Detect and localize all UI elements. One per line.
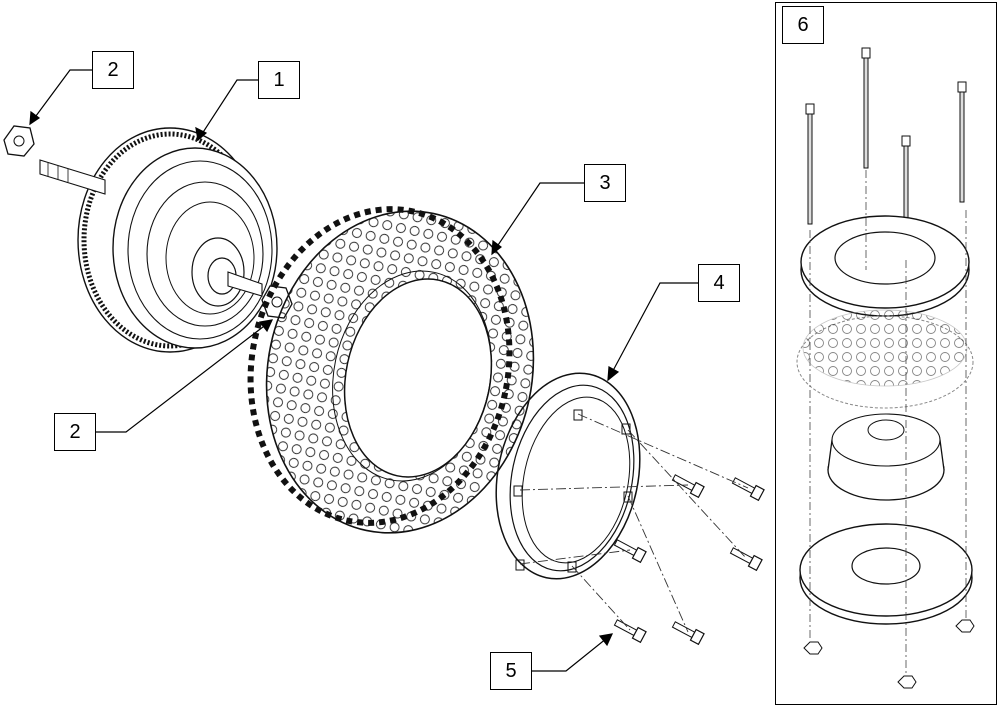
callout-tire: 3 (584, 164, 626, 202)
bolt (671, 621, 705, 646)
assembled-wheel-inset-frame (775, 2, 997, 705)
callout-hub-motor: 1 (258, 61, 300, 99)
callout-axle-nut-bottom: 2 (54, 413, 96, 451)
bolt (613, 539, 647, 564)
bolt-group (613, 474, 765, 646)
axle-nut-top (3, 125, 35, 157)
callout-bolts: 5 (490, 652, 532, 690)
bolt (613, 619, 647, 644)
hub-motor (39, 127, 278, 353)
callout-assembled-wheel: 6 (782, 6, 824, 44)
long-bolts (805, 47, 967, 257)
inset-alignment-lines (809, 170, 967, 674)
leader-lines (29, 69, 698, 672)
callout-rim-half: 4 (698, 264, 740, 302)
inset-nuts (803, 619, 975, 689)
alignment-lines (519, 413, 749, 633)
rim-half (495, 372, 641, 580)
bolt (671, 474, 705, 499)
callout-axle-nut-top: 2 (92, 51, 134, 89)
assembled-wheel-inset (796, 47, 975, 689)
bolt (729, 547, 763, 572)
tire (247, 206, 535, 534)
